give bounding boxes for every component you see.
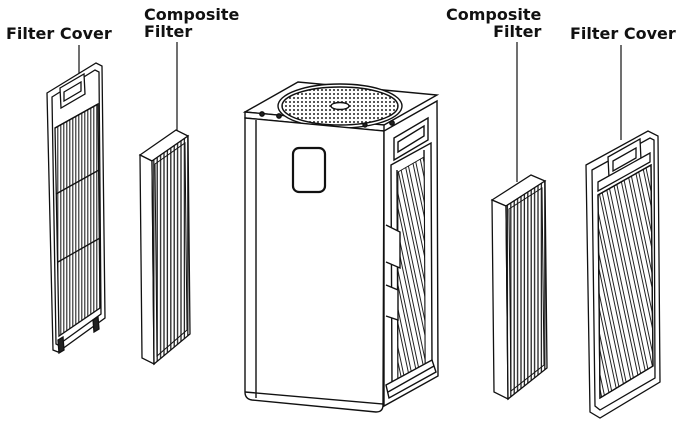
- left-cover-clip-1: [58, 337, 64, 353]
- inner-bracket-1: [386, 225, 400, 268]
- right-cover-mesh: [598, 165, 653, 398]
- right-filter-cover: [586, 131, 660, 418]
- top-button-5: [363, 123, 367, 127]
- left-filter-cover: [47, 63, 105, 353]
- air-purifier-body: [245, 82, 438, 412]
- right-composite-filter: [492, 175, 547, 399]
- top-button-3: [390, 121, 394, 125]
- inner-bracket-2: [386, 285, 398, 320]
- top-button-2: [277, 114, 281, 118]
- fan-grille-hub: [331, 103, 349, 110]
- top-button-1: [260, 112, 264, 116]
- right-composite-mesh: [506, 181, 547, 399]
- display-window: [293, 148, 325, 192]
- left-composite-mesh: [152, 136, 190, 364]
- left-cover-clip-2: [93, 317, 99, 332]
- inner-mesh: [398, 157, 425, 379]
- left-cover-mesh: [55, 104, 100, 336]
- left-composite-filter: [140, 130, 190, 364]
